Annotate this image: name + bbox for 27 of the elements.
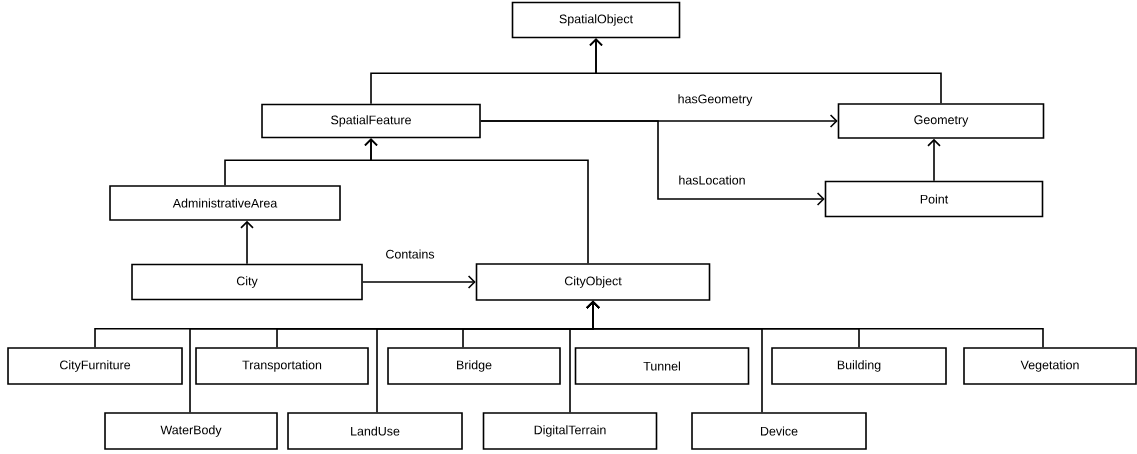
- class-box: WaterBody: [104, 412, 278, 450]
- class-box: Point: [824, 180, 1044, 218]
- class-box: Device: [691, 412, 867, 450]
- class-box: Geometry: [837, 103, 1045, 139]
- class-box: City: [131, 263, 363, 301]
- arrow: [362, 275, 476, 289]
- class-box: CityObject: [475, 263, 711, 301]
- class-box: Transportation: [195, 347, 369, 385]
- class-box: Building: [771, 347, 947, 385]
- arrow: [586, 300, 763, 413]
- class-box: Bridge: [387, 347, 561, 385]
- arrow: [589, 38, 942, 104]
- class-box: Vegetation: [963, 347, 1137, 385]
- class-box: AdministrativeArea: [109, 185, 341, 221]
- class-box: LandUse: [287, 412, 463, 450]
- arrow: [480, 120, 825, 206]
- class-box: DigitalTerrain: [482, 412, 658, 450]
- class-box: SpatialFeature: [261, 103, 481, 139]
- edge-label: hasGeometry: [676, 93, 754, 107]
- class-box: SpatialObject: [511, 1, 681, 39]
- arrow: [240, 220, 254, 265]
- edge-label: Contains: [384, 248, 436, 260]
- arrow: [364, 138, 589, 264]
- class-box: CityFurniture: [7, 347, 183, 385]
- class-box: Tunnel: [574, 347, 750, 385]
- edge-label: hasLocation: [677, 174, 747, 186]
- arrow: [927, 138, 941, 182]
